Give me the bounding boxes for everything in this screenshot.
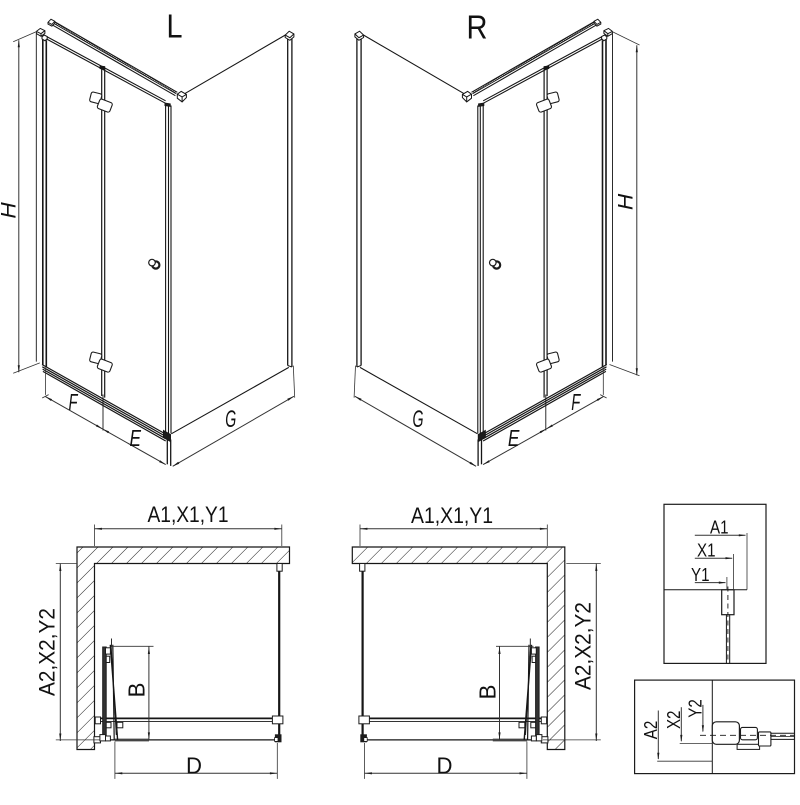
svg-text:Y1: Y1: [691, 565, 710, 585]
svg-text:D: D: [186, 753, 202, 779]
svg-text:A1: A1: [710, 518, 729, 538]
svg-text:Y2: Y2: [686, 699, 706, 718]
svg-text:A2,X2,Y2: A2,X2,Y2: [35, 608, 60, 696]
svg-text:A2: A2: [641, 721, 661, 740]
svg-text:R: R: [467, 9, 488, 46]
svg-text:F: F: [69, 389, 79, 415]
svg-text:H: H: [615, 193, 638, 210]
svg-text:L: L: [167, 8, 183, 45]
svg-text:E: E: [508, 425, 520, 451]
svg-text:B: B: [475, 685, 501, 700]
svg-text:G: G: [225, 406, 236, 433]
svg-text:A2,X2,Y2: A2,X2,Y2: [571, 602, 596, 690]
svg-text:X2: X2: [664, 711, 684, 730]
svg-text:G: G: [413, 406, 424, 433]
svg-text:H: H: [0, 201, 21, 218]
svg-text:A1,X1,Y1: A1,X1,Y1: [148, 502, 229, 527]
svg-text:F: F: [571, 389, 581, 415]
svg-text:B: B: [124, 683, 150, 698]
svg-text:A1,X1,Y1: A1,X1,Y1: [411, 503, 493, 528]
svg-text:E: E: [129, 425, 141, 451]
svg-text:X1: X1: [697, 541, 716, 561]
svg-text:D: D: [437, 753, 453, 779]
